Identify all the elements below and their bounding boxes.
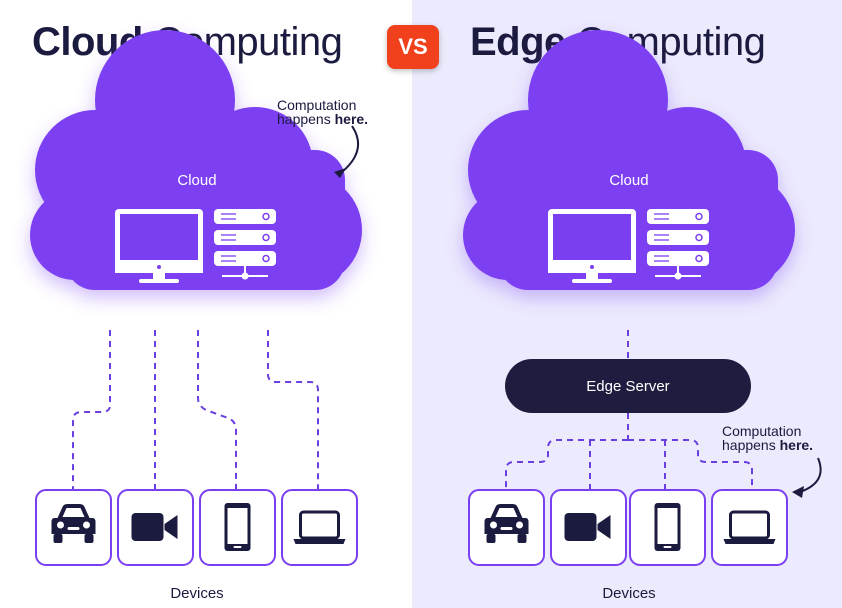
right-device-laptop xyxy=(711,489,788,566)
right-computation-note: Computation happens here. xyxy=(722,423,814,453)
right-cloud-label: Cloud xyxy=(609,172,649,189)
left-monitor-icon xyxy=(115,209,203,283)
left-connection-lines xyxy=(72,330,319,490)
left-cloud-label: Cloud xyxy=(177,172,217,189)
left-note-arrowhead xyxy=(334,168,346,178)
vs-badge: VS xyxy=(387,25,439,69)
right-note-arrow xyxy=(799,457,822,493)
left-device-laptop xyxy=(281,489,358,566)
left-device-camera xyxy=(117,489,194,566)
left-computation-note: Computation happens here. xyxy=(277,97,369,127)
left-device-car xyxy=(35,489,112,566)
right-note-arrowhead xyxy=(792,486,804,498)
right-device-car xyxy=(468,489,545,566)
right-connection-lines xyxy=(505,330,753,490)
left-note-arrow xyxy=(341,125,360,173)
right-device-phone xyxy=(629,489,706,566)
right-devices-label: Devices xyxy=(602,585,656,602)
left-devices-label: Devices xyxy=(170,585,224,602)
right-device-camera xyxy=(550,489,627,566)
left-device-phone xyxy=(199,489,276,566)
right-monitor-icon xyxy=(548,209,636,283)
edge-server-node: Edge Server xyxy=(505,359,751,413)
